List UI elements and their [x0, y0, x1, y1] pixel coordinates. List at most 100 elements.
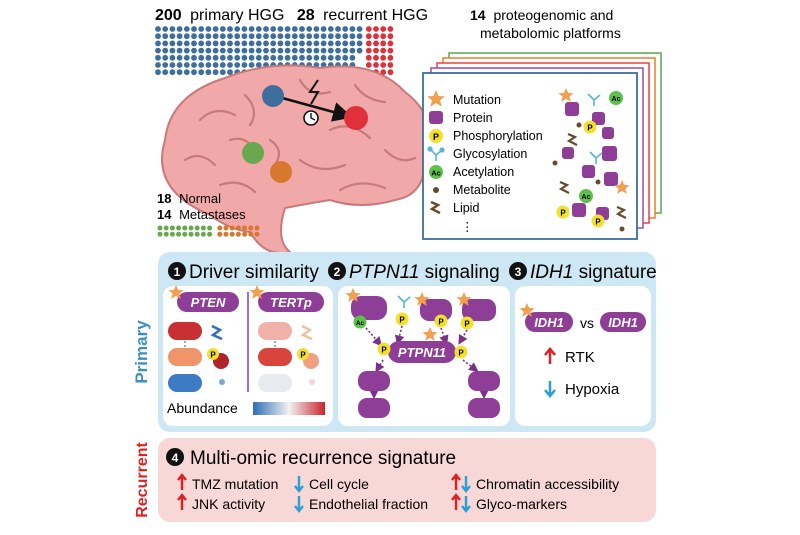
svg-text:P: P	[399, 316, 405, 325]
primary-sample-dot	[248, 40, 255, 47]
primary-sample-dot	[291, 33, 298, 40]
svg-text:4: 4	[172, 451, 179, 465]
primary-sample-dot	[162, 33, 169, 40]
primary-sample-dot	[155, 62, 161, 68]
normal-sample-dot	[182, 231, 188, 237]
primary-sample-dot	[205, 69, 212, 76]
primary-sample-dot	[191, 54, 197, 61]
primary-sample-dot	[169, 62, 176, 68]
metastasis-sample-dot	[248, 231, 254, 237]
primary-sample-dot	[162, 62, 169, 68]
primary-sample-dot	[349, 40, 356, 47]
abundance-label: Abundance	[167, 400, 238, 416]
primary-sample-dot	[291, 47, 298, 54]
normal-sample-dot	[169, 231, 175, 237]
recurrent-sample-dot	[380, 40, 387, 47]
primary-sample-dot	[176, 40, 183, 47]
primary-sample-dot	[198, 69, 205, 76]
primary-sample-dot	[241, 26, 248, 32]
primary-sample-dot	[313, 47, 320, 54]
normal-sample-dot	[157, 225, 163, 231]
primary-sample-dot	[234, 26, 241, 32]
down-arrow-icon	[544, 381, 556, 398]
recurrent-sample-dot	[380, 54, 387, 61]
primary-sample-dot	[162, 47, 169, 54]
primary-sample-dot	[248, 62, 255, 68]
primary-sample-dot	[227, 47, 233, 54]
svg-text:PTPN11: PTPN11	[398, 345, 446, 360]
primary-sample-dot	[219, 69, 226, 76]
metastasis-sample-dot	[223, 231, 229, 237]
primary-sample-dot	[284, 54, 291, 61]
primary-sample-dot	[183, 26, 190, 32]
clock-icon	[303, 110, 319, 126]
idh1-mutant-badge: IDH1	[519, 303, 573, 332]
primary-sample-dot	[248, 26, 255, 32]
primary-sample-dot	[306, 33, 313, 40]
primary-sample-dot	[335, 54, 341, 61]
legend-label-acetyl: Acetylation	[453, 165, 514, 179]
primary-sample-dot	[342, 47, 349, 54]
recurrent-sample-dot	[373, 40, 379, 47]
primary-sample-dot	[291, 26, 298, 32]
normal-sample-dot	[163, 231, 169, 237]
svg-text:Ac: Ac	[356, 320, 365, 327]
abundance-colorbar	[253, 402, 325, 415]
primary-sample-dot	[169, 47, 176, 54]
metastasis-sample-dot	[242, 231, 248, 237]
primary-sample-dot	[191, 47, 197, 54]
up-arrow-icon	[544, 347, 556, 364]
primary-sample-dot	[291, 40, 298, 47]
primary-sample-dot	[169, 33, 176, 40]
down-arrow-icon	[294, 476, 304, 493]
primary-sample-dot	[227, 40, 233, 47]
recurrent-sample-dot	[373, 26, 379, 32]
lipid-icon	[429, 200, 441, 215]
svg-text:P: P	[381, 346, 387, 355]
primary-sample-dot	[162, 26, 169, 32]
primary-sample-dot	[219, 47, 226, 54]
svg-text:Ac: Ac	[431, 169, 441, 178]
recurrent-sample-dot	[387, 62, 394, 68]
primary-sample-dot	[191, 40, 197, 47]
primary-sample-dot	[263, 40, 269, 47]
primary-sample-dot	[176, 62, 183, 68]
primary-sample-dot	[219, 40, 226, 47]
primary-sample-dot	[277, 33, 284, 40]
primary-sample-dot	[255, 40, 262, 47]
rtk-label: RTK	[565, 349, 595, 366]
svg-text:PTEN: PTEN	[191, 295, 226, 310]
primary-sample-dot	[342, 54, 349, 61]
primary-sample-dot	[299, 54, 305, 61]
normal-metastasis-dots	[157, 225, 260, 237]
primary-sample-dot	[284, 47, 291, 54]
primary-sample-dot	[155, 40, 161, 47]
recurrent-sample-dot	[365, 26, 372, 32]
recurrent-sample-dot	[365, 40, 372, 47]
brain-illustration	[161, 64, 431, 254]
recurrence-item: JNK activity	[192, 496, 265, 512]
svg-text:IDH1 signature: IDH1 signature	[530, 262, 657, 283]
metastasis-sample-dot	[217, 225, 223, 231]
primary-sample-dot	[255, 26, 262, 32]
primary-sample-dot	[234, 54, 241, 61]
primary-side-label: Primary	[132, 320, 151, 384]
primary-sample-dot	[219, 26, 226, 32]
primary-sample-dot	[191, 62, 197, 68]
primary-sample-dot	[327, 40, 334, 47]
primary-sample-dot	[255, 47, 262, 54]
primary-sample-dot	[306, 40, 313, 47]
primary-sample-dot	[255, 54, 262, 61]
recurrence-item: Endothelial fraction	[309, 496, 428, 512]
down-arrow-icon	[294, 496, 304, 513]
primary-sample-dot	[205, 47, 212, 54]
idh1-wt-badge: IDH1	[600, 312, 646, 332]
primary-sample-dot	[255, 33, 262, 40]
recurrent-sample-dot	[365, 47, 372, 54]
normal-sample-dot	[200, 225, 206, 231]
svg-text:PTPN11 signaling: PTPN11 signaling	[349, 262, 500, 283]
primary-sample-dot	[169, 54, 176, 61]
primary-sample-dot	[169, 40, 176, 47]
svg-text:Ac: Ac	[582, 194, 591, 201]
